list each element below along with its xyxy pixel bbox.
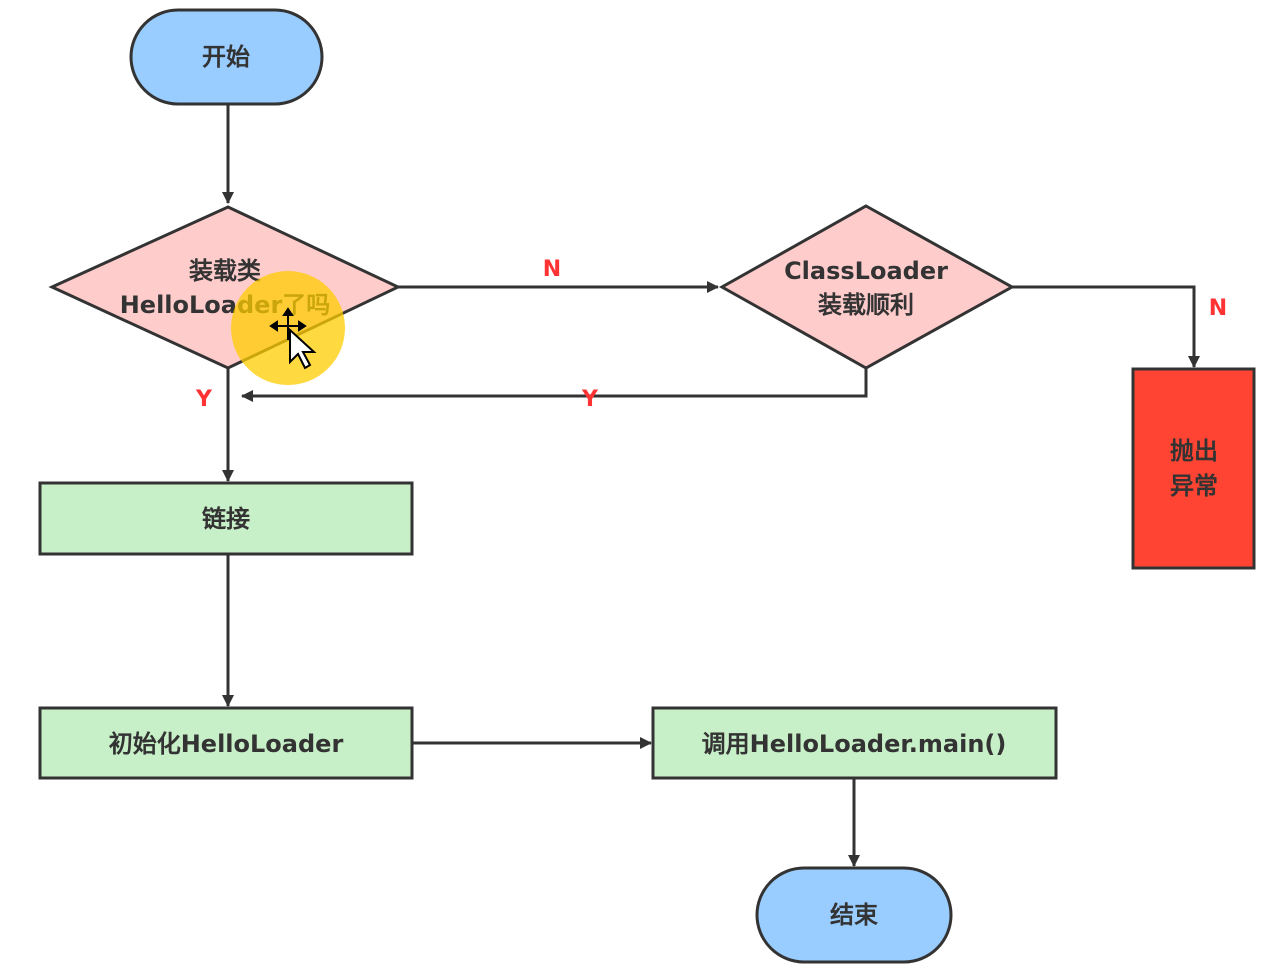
classloader-check-label-line-1: ClassLoader xyxy=(784,257,948,285)
node-link: 链接 xyxy=(38,481,414,556)
loaded-check-label-line-1: 装载类 xyxy=(189,257,262,285)
start-label: 开始 xyxy=(202,43,250,71)
call-main-label: 调用HelloLoader.main() xyxy=(702,730,1007,758)
cursor-overlay xyxy=(231,271,345,385)
throw-exception-label-line-1: 抛出 xyxy=(1170,437,1218,465)
edge-classloader-check-to-link xyxy=(241,368,868,402)
node-classloader-check: ClassLoader 装载顺利 xyxy=(718,204,1016,370)
link-label: 链接 xyxy=(202,505,250,533)
edge-label-n-1: N xyxy=(543,257,561,282)
node-init: 初始化HelloLoader xyxy=(38,706,414,780)
classloader-check-decision-shape xyxy=(718,204,1016,370)
mouse-pointer-icon xyxy=(289,327,317,370)
node-start: 开始 xyxy=(129,8,324,106)
edge-label-y-2: Y xyxy=(195,387,213,412)
edge-label-n-2: N xyxy=(1209,296,1227,321)
node-call-main: 调用HelloLoader.main() xyxy=(651,706,1058,780)
edge-labels: N N Y Y xyxy=(195,257,1227,412)
classloader-check-label-line-2: 装载顺利 xyxy=(818,291,914,319)
edges xyxy=(222,104,1200,867)
link-process-shape xyxy=(38,481,414,556)
start-terminal-shape xyxy=(129,8,324,106)
throw-exception-shape xyxy=(1131,367,1256,570)
throw-exception-label-line-2: 异常 xyxy=(1170,472,1218,500)
end-terminal-shape xyxy=(755,866,953,964)
end-label: 结束 xyxy=(830,901,879,929)
node-end: 结束 xyxy=(755,866,953,964)
init-label: 初始化HelloLoader xyxy=(109,730,344,758)
move-cursor-icon xyxy=(269,307,307,340)
call-main-process-shape xyxy=(651,706,1058,780)
loaded-check-decision-shape xyxy=(48,205,402,370)
edge-label-y-1: Y xyxy=(581,387,599,412)
edge-classloader-check-to-throw-exception xyxy=(1012,285,1200,368)
node-loaded-check: 装载类 HelloLoader了吗 xyxy=(48,205,402,370)
init-process-shape xyxy=(38,706,414,780)
node-throw-exception: 抛出 异常 xyxy=(1131,367,1256,570)
